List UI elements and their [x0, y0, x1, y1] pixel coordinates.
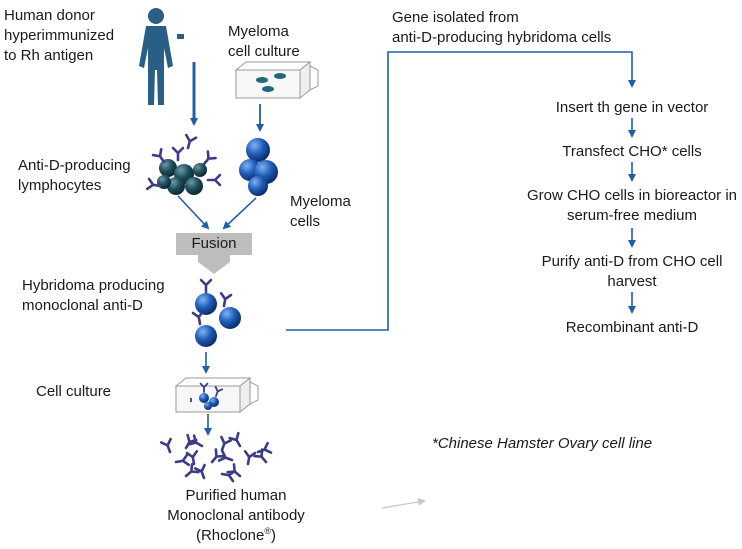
- antibody-scatter-icon: [159, 431, 273, 483]
- hybridoma-label: Hybridoma producing monoclonal anti-D: [22, 277, 165, 314]
- fusion-arrow-icon: [176, 233, 252, 274]
- step-recombinant: Recombinant anti-D: [565, 319, 699, 336]
- myeloma-cells-icon: [239, 138, 278, 196]
- step-transfect: Transfect CHO* cells: [562, 143, 702, 160]
- step-purify: Purify anti-D from CHO cell harvest: [541, 253, 723, 290]
- fusion-label: Fusion: [191, 235, 237, 252]
- footnote: *Chinese Hamster Ovary cell line: [432, 435, 653, 452]
- arrow-myeloma-to-fusion: [222, 197, 257, 230]
- connector-hybridoma-to-gene: [286, 51, 636, 331]
- arrow-lymphocytes-to-fusion: [177, 195, 210, 230]
- faint-arrow: [381, 498, 426, 509]
- step-insert-gene: Insert th gene in vector: [555, 99, 709, 116]
- lymphocyte-cluster-icon: [146, 133, 222, 195]
- step-grow: Grow CHO cells in bioreactor in serum-fr…: [526, 187, 738, 224]
- myeloma-cells-label: Myeloma cells: [290, 193, 351, 230]
- purified-antibody-label: Purified human Monoclonal antibody (Rhoc…: [167, 487, 305, 544]
- human-silhouette-icon: [139, 8, 184, 105]
- lymphocytes-label: Anti-D-producing lymphocytes: [18, 157, 131, 194]
- hybridoma-cells-icon: [191, 278, 241, 347]
- culture-dish-icon: [234, 60, 319, 100]
- gene-isolated-label: Gene isolated from anti-D-producing hybr…: [392, 9, 612, 46]
- cell-culture-label: Cell culture: [36, 383, 112, 400]
- culture-dish-bottom-icon: [174, 376, 259, 414]
- donor-label: Human donor hyperimmunized to Rh antigen: [4, 7, 115, 64]
- myeloma-culture-label: Myeloma cell culture: [228, 23, 300, 60]
